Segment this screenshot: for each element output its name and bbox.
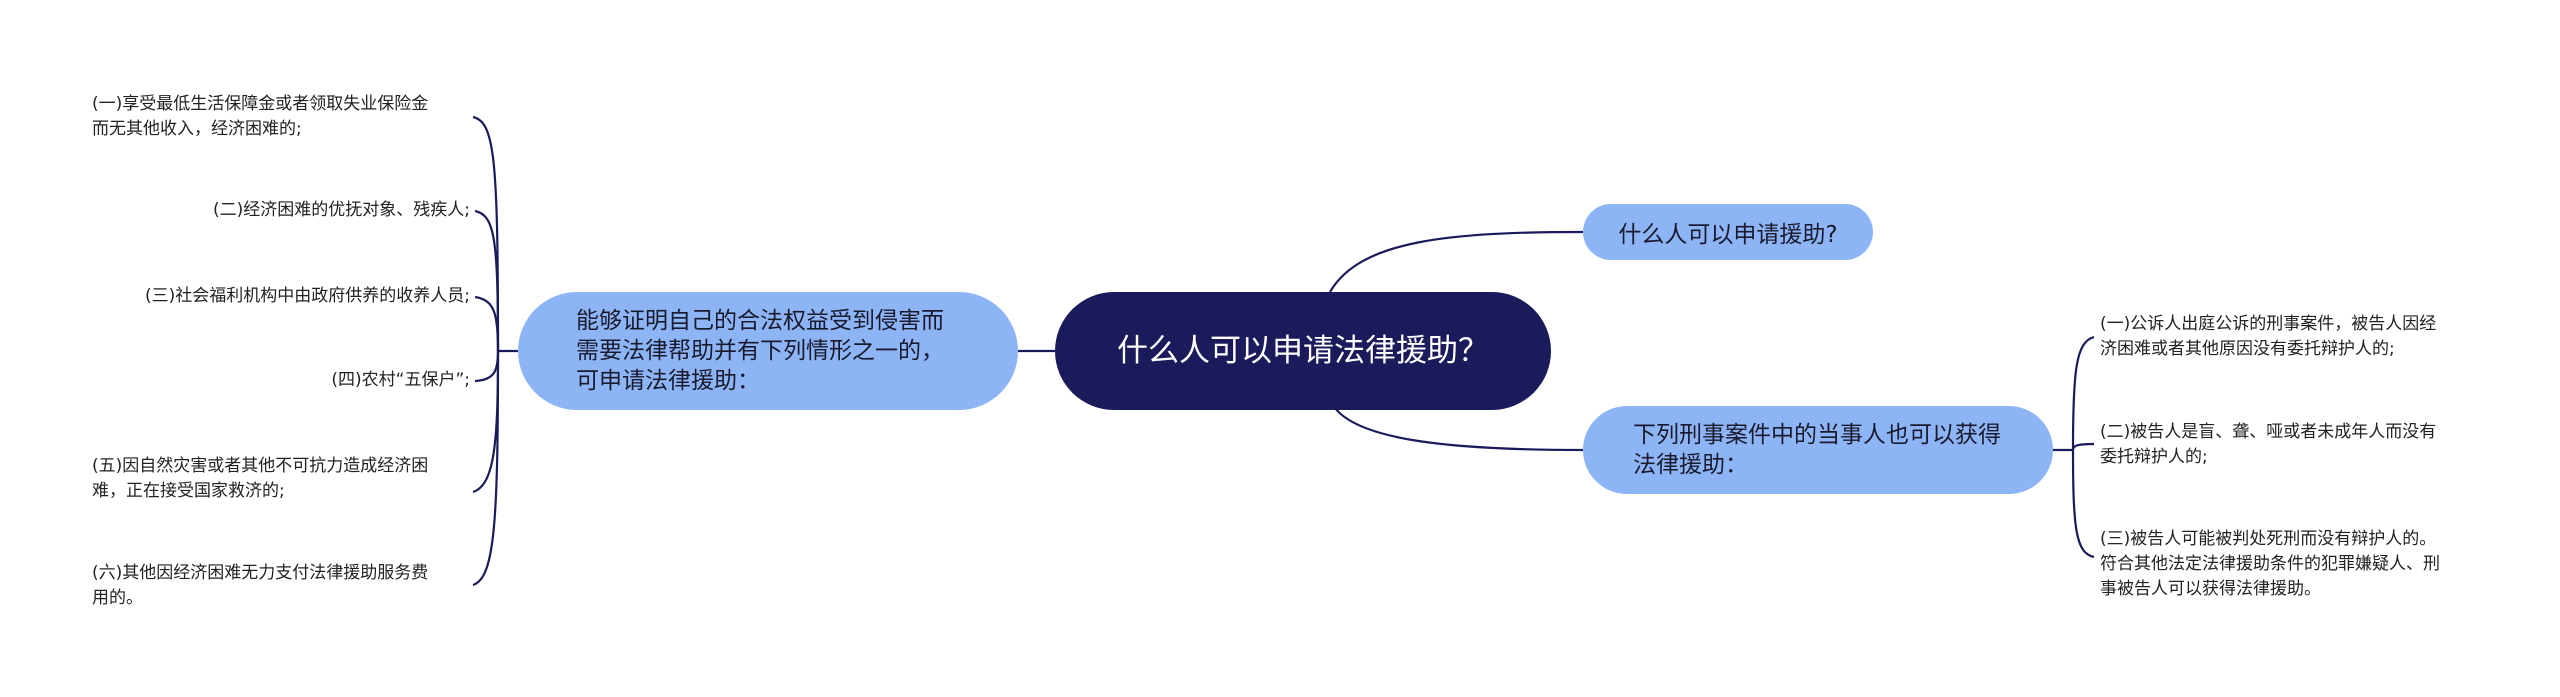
leaf-line: (二)经济困难的优抚对象、残疾人; — [213, 200, 470, 220]
edge-right-r2 — [2071, 442, 2095, 451]
leaf-left-1[interactable]: (一)享受最低生活保障金或者领取失业保险金 而无其他收入，经济困难的; — [92, 92, 428, 142]
leaf-right-3[interactable]: (三)被告人可能被判处死刑而没有辩护人的。 符合其他法定法律援助条件的犯罪嫌疑人… — [2100, 527, 2440, 602]
leaf-line: (四)农村“五保户”; — [331, 370, 470, 390]
leaf-line: (一)享受最低生活保障金或者领取失业保险金 — [92, 94, 429, 114]
leaf-line: 委托辩护人的; — [2100, 447, 2208, 467]
edge-left-l3 — [474, 295, 500, 352]
edge-right-r1 — [2071, 335, 2095, 451]
leaf-line: (六)其他因经济困难无力支付法律援助服务费 — [92, 563, 429, 583]
leaf-left-4[interactable]: (四)农村“五保户”; — [331, 368, 470, 393]
leaf-line: (三)被告人可能被判处死刑而没有辩护人的。 — [2100, 529, 2437, 549]
edge-root-top — [1329, 230, 1584, 293]
leaf-right-2[interactable]: (二)被告人是盲、聋、哑或者未成年人而没有 委托辩护人的; — [2100, 420, 2436, 470]
leaf-line: (五)因自然灾害或者其他不可抗力造成经济困 — [92, 456, 429, 476]
leaf-left-6[interactable]: (六)其他因经济困难无力支付法律援助服务费 用的。 — [92, 561, 428, 611]
leaf-left-2[interactable]: (二)经济困难的优抚对象、残疾人; — [213, 198, 470, 223]
leaf-line: 符合其他法定法律援助条件的犯罪嫌疑人、刑 — [2100, 554, 2440, 574]
edge-left-l2 — [474, 209, 500, 352]
root-label: 什么人可以申请法律援助？ — [1117, 333, 1489, 369]
branch-right-bottom[interactable]: 下列刑事案件中的当事人也可以获得法律援助： — [1583, 406, 2053, 494]
leaf-line: 难，正在接受国家救济的; — [92, 481, 285, 501]
leaf-line: 济困难或者其他原因没有委托辩护人的; — [2100, 339, 2395, 359]
leaf-line: (一)公诉人出庭公诉的刑事案件，被告人因经 — [2100, 314, 2437, 334]
leaf-line: 而无其他收入，经济困难的; — [92, 119, 302, 139]
edge-root-bottom — [1334, 407, 1584, 452]
branch-right-top[interactable]: 什么人可以申请援助? — [1583, 204, 1873, 260]
leaf-left-5[interactable]: (五)因自然灾害或者其他不可抗力造成经济困 难，正在接受国家救济的; — [92, 454, 428, 504]
branch-left-label: 能够证明自己的合法权益受到侵害而需要法律帮助并有下列情形之一的，可申请法律援助： — [576, 308, 944, 394]
leaf-line: 用的。 — [92, 588, 143, 608]
edge-right-r3 — [2071, 449, 2095, 559]
leaf-line: (二)被告人是盲、聋、哑或者未成年人而没有 — [2100, 422, 2437, 442]
branch-right-bottom-label: 下列刑事案件中的当事人也可以获得法律援助： — [1633, 422, 2001, 478]
branch-left[interactable]: 能够证明自己的合法权益受到侵害而需要法律帮助并有下列情形之一的，可申请法律援助： — [518, 292, 1018, 410]
branch-right-top-label: 什么人可以申请援助? — [1618, 222, 1838, 248]
leaf-right-1[interactable]: (一)公诉人出庭公诉的刑事案件，被告人因经 济困难或者其他原因没有委托辩护人的; — [2100, 312, 2436, 362]
root-node[interactable]: 什么人可以申请法律援助？ — [1055, 292, 1551, 410]
leaf-line: 事被告人可以获得法律援助。 — [2100, 579, 2321, 599]
leaf-line: (三)社会福利机构中由政府供养的收养人员; — [145, 286, 470, 306]
leaf-left-3[interactable]: (三)社会福利机构中由政府供养的收养人员; — [145, 284, 470, 309]
edge-left-l6 — [472, 350, 500, 587]
edge-left-l4 — [474, 350, 500, 383]
